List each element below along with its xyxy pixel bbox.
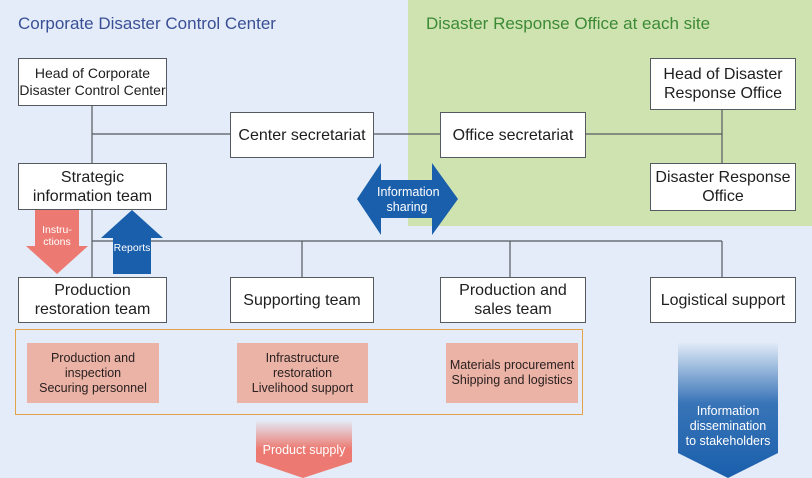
production-restoration-label: Production restoration team	[34, 282, 151, 318]
strategic-team-label: Strategic information team	[32, 168, 153, 205]
supporting-team-box: Supporting team	[230, 277, 374, 323]
product-supply-arrow	[256, 420, 352, 478]
head-corporate-label: Head of Corporate Disaster Control Cente…	[19, 65, 166, 98]
production-task-box: Production and inspection Securing perso…	[27, 343, 159, 403]
site-office-heading: Disaster Response Office at each site	[426, 14, 711, 33]
reports-label: Reports	[113, 242, 151, 254]
instructions-arrow	[26, 210, 88, 274]
head-response-office-label: Head of Disaster Response Office	[663, 66, 783, 102]
office-secretariat-box: Office secretariat	[440, 112, 586, 158]
information-sharing-label: Information sharing	[377, 185, 440, 214]
supporting-team-label: Supporting team	[243, 291, 361, 309]
information-sharing-arrow	[357, 163, 458, 235]
production-task-label: Production and inspection Securing perso…	[39, 350, 147, 395]
infrastructure-task-label: Infrastructure restoration Livelihood su…	[251, 350, 354, 395]
head-corporate-box: Head of Corporate Disaster Control Cente…	[18, 58, 167, 106]
logistical-support-label: Logistical support	[660, 291, 786, 309]
information-dissemination-arrow	[678, 342, 778, 478]
office-secretariat-label: Office secretariat	[452, 126, 574, 144]
production-restoration-box: Production restoration team	[18, 277, 167, 323]
response-office-label: Disaster Response Office	[655, 169, 791, 205]
corporate-center-heading: Corporate Disaster Control Center	[18, 14, 276, 33]
materials-task-box: Materials procurement Shipping and logis…	[446, 343, 578, 403]
center-secretariat-label: Center secretariat	[238, 126, 366, 144]
response-office-box: Disaster Response Office	[650, 163, 796, 211]
production-sales-box: Production and sales team	[440, 277, 586, 323]
strategic-team-box: Strategic information team	[18, 163, 167, 210]
head-response-office-box: Head of Disaster Response Office	[650, 58, 796, 110]
production-sales-label: Production and sales team	[459, 282, 567, 318]
product-supply-label: Product supply	[262, 443, 346, 457]
logistical-support-box: Logistical support	[650, 277, 796, 323]
instructions-label: Instru- ctions	[42, 224, 72, 248]
center-secretariat-box: Center secretariat	[230, 112, 374, 158]
materials-task-label: Materials procurement Shipping and logis…	[449, 358, 575, 387]
team-tasks-frame	[15, 329, 583, 415]
information-dissemination-label: Information dissemination to stakeholder…	[685, 404, 771, 448]
reports-arrow	[101, 210, 163, 274]
infrastructure-task-box: Infrastructure restoration Livelihood su…	[237, 343, 368, 403]
